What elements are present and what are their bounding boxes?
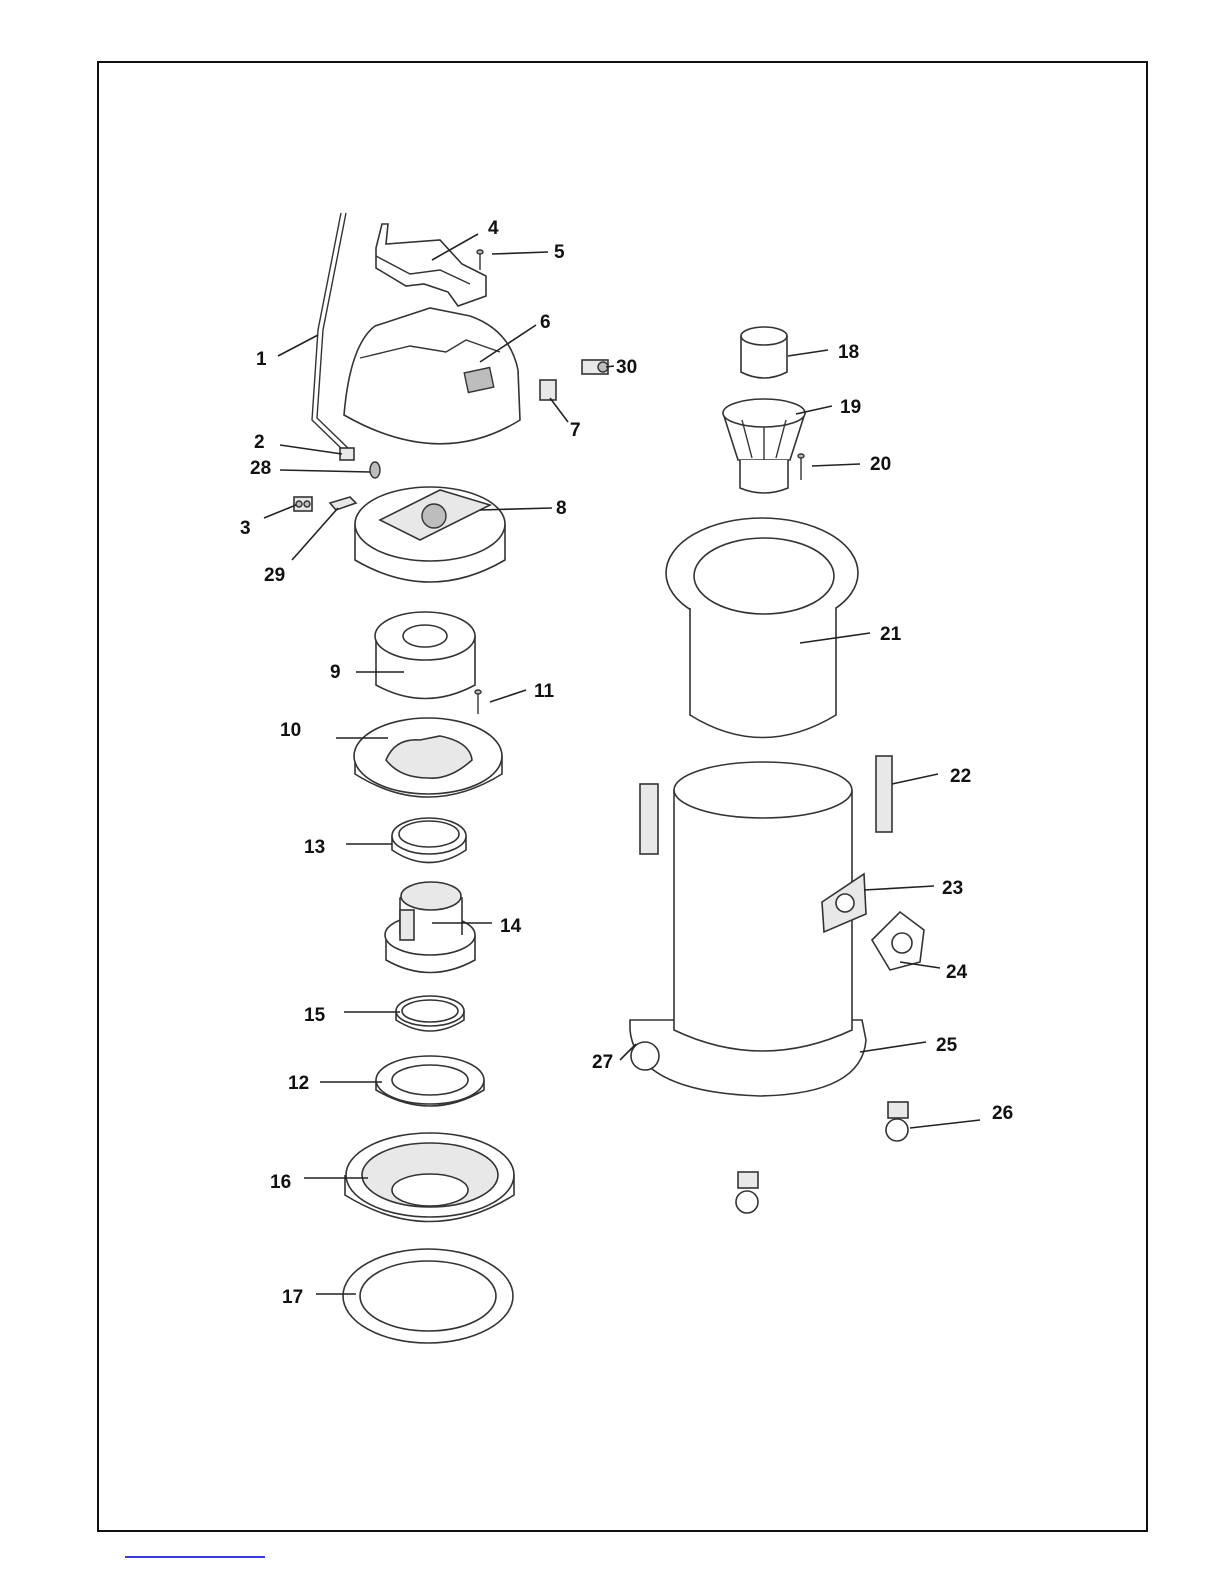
label-part-1: 1 [256, 349, 267, 370]
label-part-11: 11 [534, 681, 555, 702]
part-10-support-ring [354, 718, 502, 797]
label-part-2: 2 [254, 432, 265, 453]
label-part-23: 23 [942, 878, 963, 899]
label-part-24: 24 [946, 962, 968, 983]
label-part-9: 9 [330, 662, 341, 683]
part-20-screw [798, 454, 804, 480]
label-part-14: 14 [500, 916, 522, 937]
part-28-grommet [370, 462, 380, 478]
label-part-26: 26 [992, 1103, 1013, 1124]
part-21-liner [666, 518, 858, 738]
part-14-motor [385, 882, 475, 973]
part-9-filter-foam [375, 612, 475, 699]
label-part-21: 21 [880, 624, 902, 645]
label-part-15: 15 [304, 1005, 326, 1026]
label-part-20: 20 [870, 454, 891, 475]
part-24-inlet-elbow [872, 912, 924, 970]
part-2-cord-clamp [340, 448, 354, 460]
label-part-8: 8 [556, 498, 567, 519]
part-30-switch [582, 360, 608, 374]
part-1-power-cord [312, 213, 350, 452]
label-part-18: 18 [838, 342, 859, 363]
label-part-10: 10 [280, 720, 301, 741]
label-part-28: 28 [250, 458, 271, 479]
part-7-switch-plate [540, 380, 556, 400]
label-part-16: 16 [270, 1172, 291, 1193]
part-17-gasket-ring [343, 1249, 513, 1343]
label-part-7: 7 [570, 420, 581, 441]
part-16-lower-housing [345, 1133, 514, 1222]
part-6-motor-cover [344, 308, 520, 444]
part-8-motor-housing [355, 487, 505, 582]
bottom-link-underline [125, 1556, 265, 1558]
label-part-5: 5 [554, 242, 565, 263]
label-part-27: 27 [592, 1052, 613, 1073]
label-part-25: 25 [936, 1035, 958, 1056]
part-11-screw [475, 690, 481, 714]
part-13-gasket [392, 818, 466, 863]
label-part-22: 22 [950, 766, 971, 787]
part-15-gasket [396, 996, 464, 1031]
label-part-13: 13 [304, 837, 325, 858]
label-part-6: 6 [540, 312, 551, 333]
part-12-ring [376, 1056, 484, 1106]
part-5-screw [477, 250, 483, 270]
label-part-3: 3 [240, 518, 251, 539]
label-part-4: 4 [488, 218, 499, 239]
part-4-handle [376, 224, 486, 306]
part-26-casters [736, 1102, 908, 1213]
part-18-sleeve [741, 327, 787, 378]
part-19-filter-cage [723, 399, 805, 493]
label-part-12: 12 [288, 1073, 309, 1094]
label-part-29: 29 [264, 565, 285, 586]
part-3-terminal-block [294, 497, 312, 511]
part-29-bracket [330, 497, 356, 510]
label-part-17: 17 [282, 1287, 303, 1308]
illustration [294, 213, 924, 1343]
label-part-19: 19 [840, 397, 861, 418]
label-part-30: 30 [616, 357, 637, 378]
